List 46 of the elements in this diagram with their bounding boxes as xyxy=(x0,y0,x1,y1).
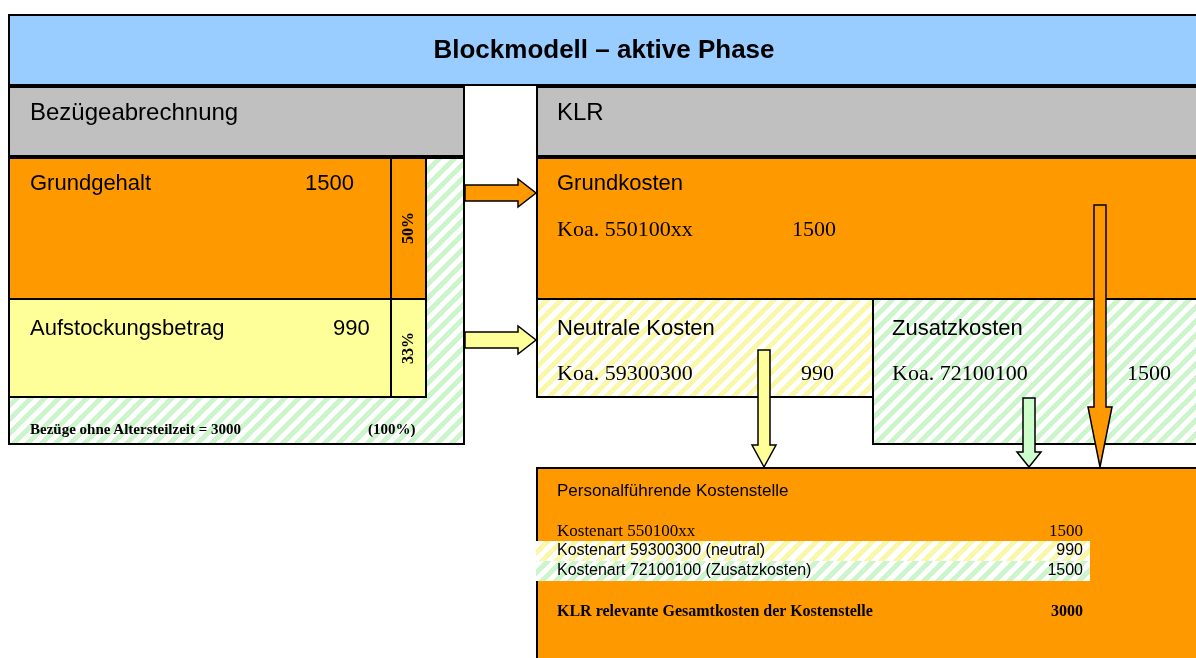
total-percentage: (100%) xyxy=(368,421,416,439)
section-heading: Bezügeabrechnung xyxy=(30,98,239,126)
account-label: Koa. 59300300 xyxy=(557,360,693,386)
box-heading: Grundkosten xyxy=(557,170,683,196)
total-label: KLR relevante Gesamtkosten der Kostenstelle xyxy=(557,602,873,621)
cost-box xyxy=(536,298,874,398)
account-label: Koa. 72100100 xyxy=(892,360,1028,386)
amount: 1500 xyxy=(1127,360,1171,386)
cost-box xyxy=(536,157,1196,300)
cost-box xyxy=(872,298,1196,445)
item-label: Grundgehalt xyxy=(30,170,152,196)
total-label: Bezüge ohne Altersteilzeit = 3000 xyxy=(30,421,241,439)
amount: 990 xyxy=(1056,541,1083,560)
arrow xyxy=(464,324,538,356)
payment-panel xyxy=(8,157,465,445)
amount: 990 xyxy=(333,315,370,341)
cost-center-box xyxy=(536,467,1196,658)
account-label: Kostenart 72100100 (Zusatzkosten) xyxy=(557,561,812,580)
payment-box xyxy=(8,298,392,398)
amount: 1500 xyxy=(792,216,836,242)
item-label: Aufstockungsbetrag xyxy=(30,315,225,341)
amount: 3000 xyxy=(1051,602,1083,621)
arrow xyxy=(750,349,778,469)
account-label: Kostenart 59300300 (neutral) xyxy=(557,541,766,560)
percentage-box xyxy=(390,157,427,300)
percentage: 50% xyxy=(398,211,418,247)
arrow xyxy=(464,177,538,209)
account-label: Koa. 550100xx xyxy=(557,216,693,242)
amount: 1500 xyxy=(305,170,354,196)
box-heading: Zusatzkosten xyxy=(892,315,1023,341)
banner-text: Blockmodell – aktive Phase xyxy=(432,35,776,65)
title-banner xyxy=(8,14,1196,86)
percentage: 33% xyxy=(398,331,418,366)
box-heading: Personalführende Kostenstelle xyxy=(557,481,789,501)
amount: 1500 xyxy=(1047,561,1083,580)
arrow xyxy=(1087,204,1113,468)
amount: 1500 xyxy=(1049,521,1083,541)
arrow xyxy=(1015,397,1043,469)
box-heading: Neutrale Kosten xyxy=(557,315,715,341)
section-header xyxy=(8,86,465,157)
account-label: Kostenart 550100xx xyxy=(557,521,696,541)
section-heading: KLR xyxy=(557,98,604,126)
section-header xyxy=(536,86,1196,157)
payment-box xyxy=(8,157,392,300)
percentage-box xyxy=(390,298,427,398)
amount: 990 xyxy=(801,360,834,386)
